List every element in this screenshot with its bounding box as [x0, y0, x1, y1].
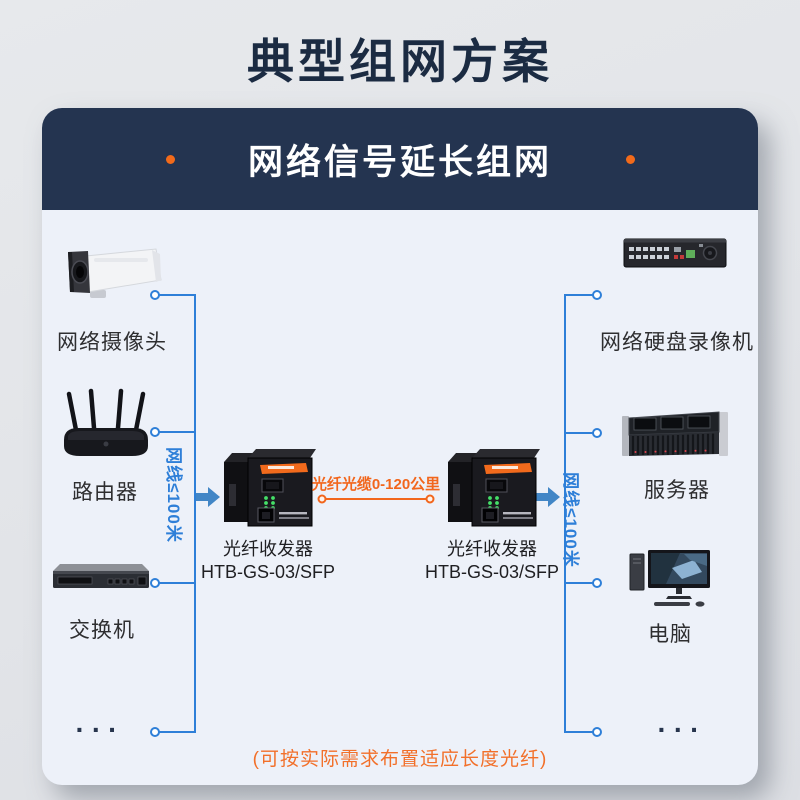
right-more-devices: ··· — [657, 714, 707, 745]
node-left-more — [150, 727, 160, 737]
banner-dot-left-icon — [166, 155, 175, 164]
switch-icon — [53, 564, 149, 588]
router-label: 路由器 — [72, 481, 138, 504]
connector-lines — [150, 290, 602, 737]
left-trunk-line — [155, 294, 196, 733]
ip-camera-icon — [68, 248, 162, 298]
pc-label: 电脑 — [648, 623, 692, 646]
node-pc — [592, 578, 602, 588]
fiber-note: (可按实际需求布置适应长度光纤) — [252, 749, 548, 770]
switch-label: 交换机 — [69, 619, 135, 642]
banner-dot-right-icon — [626, 155, 635, 164]
page-title: 典型组网方案 — [247, 34, 553, 88]
node-switch — [150, 578, 160, 588]
media-converter-left-icon — [224, 449, 316, 527]
panel-header: 网络信号延长组网 — [42, 108, 758, 210]
pc-icon — [629, 550, 710, 607]
converter-left-label: 光纤收发器 HTB-GS-03/SFP — [178, 538, 358, 584]
fiber-node-left — [317, 494, 327, 504]
camera-label: 网络摄像头 — [57, 331, 167, 354]
converter-right-label: 光纤收发器 HTB-GS-03/SFP — [402, 538, 582, 584]
node-router — [150, 427, 160, 437]
right-cable-label: 网线≤100米 — [561, 472, 580, 568]
node-nvr — [592, 290, 602, 300]
server-icon — [622, 411, 728, 456]
converter-right-name: 光纤收发器 — [447, 539, 537, 559]
nvr-icon — [623, 238, 727, 268]
scheme-panel: 网络信号延长组网 — [42, 108, 758, 785]
nvr-label: 网络硬盘录像机 — [600, 331, 754, 354]
node-camera — [150, 290, 160, 300]
converter-left-model: HTB-GS-03/SFP — [200, 562, 336, 582]
arrow-left-icon — [196, 487, 220, 507]
node-right-more — [592, 727, 602, 737]
converter-left-name: 光纤收发器 — [223, 539, 313, 559]
router-icon — [64, 388, 148, 456]
fiber-cable-label: 光纤光缆0-120公里 — [311, 476, 441, 493]
converter-right-model: HTB-GS-03/SFP — [424, 562, 560, 582]
left-more-devices: ··· — [75, 714, 125, 745]
banner-title: 网络信号延长组网 — [247, 142, 552, 182]
node-server — [592, 428, 602, 438]
fiber-node-right — [425, 494, 435, 504]
diagram-area: 网络摄像头 路由器 交换机 ··· — [42, 210, 758, 785]
media-converter-right-icon — [448, 449, 540, 527]
arrow-right-icon — [536, 487, 560, 507]
server-label: 服务器 — [644, 479, 710, 502]
right-trunk-line — [564, 294, 597, 733]
left-cable-label: 网线≤100米 — [164, 447, 183, 543]
